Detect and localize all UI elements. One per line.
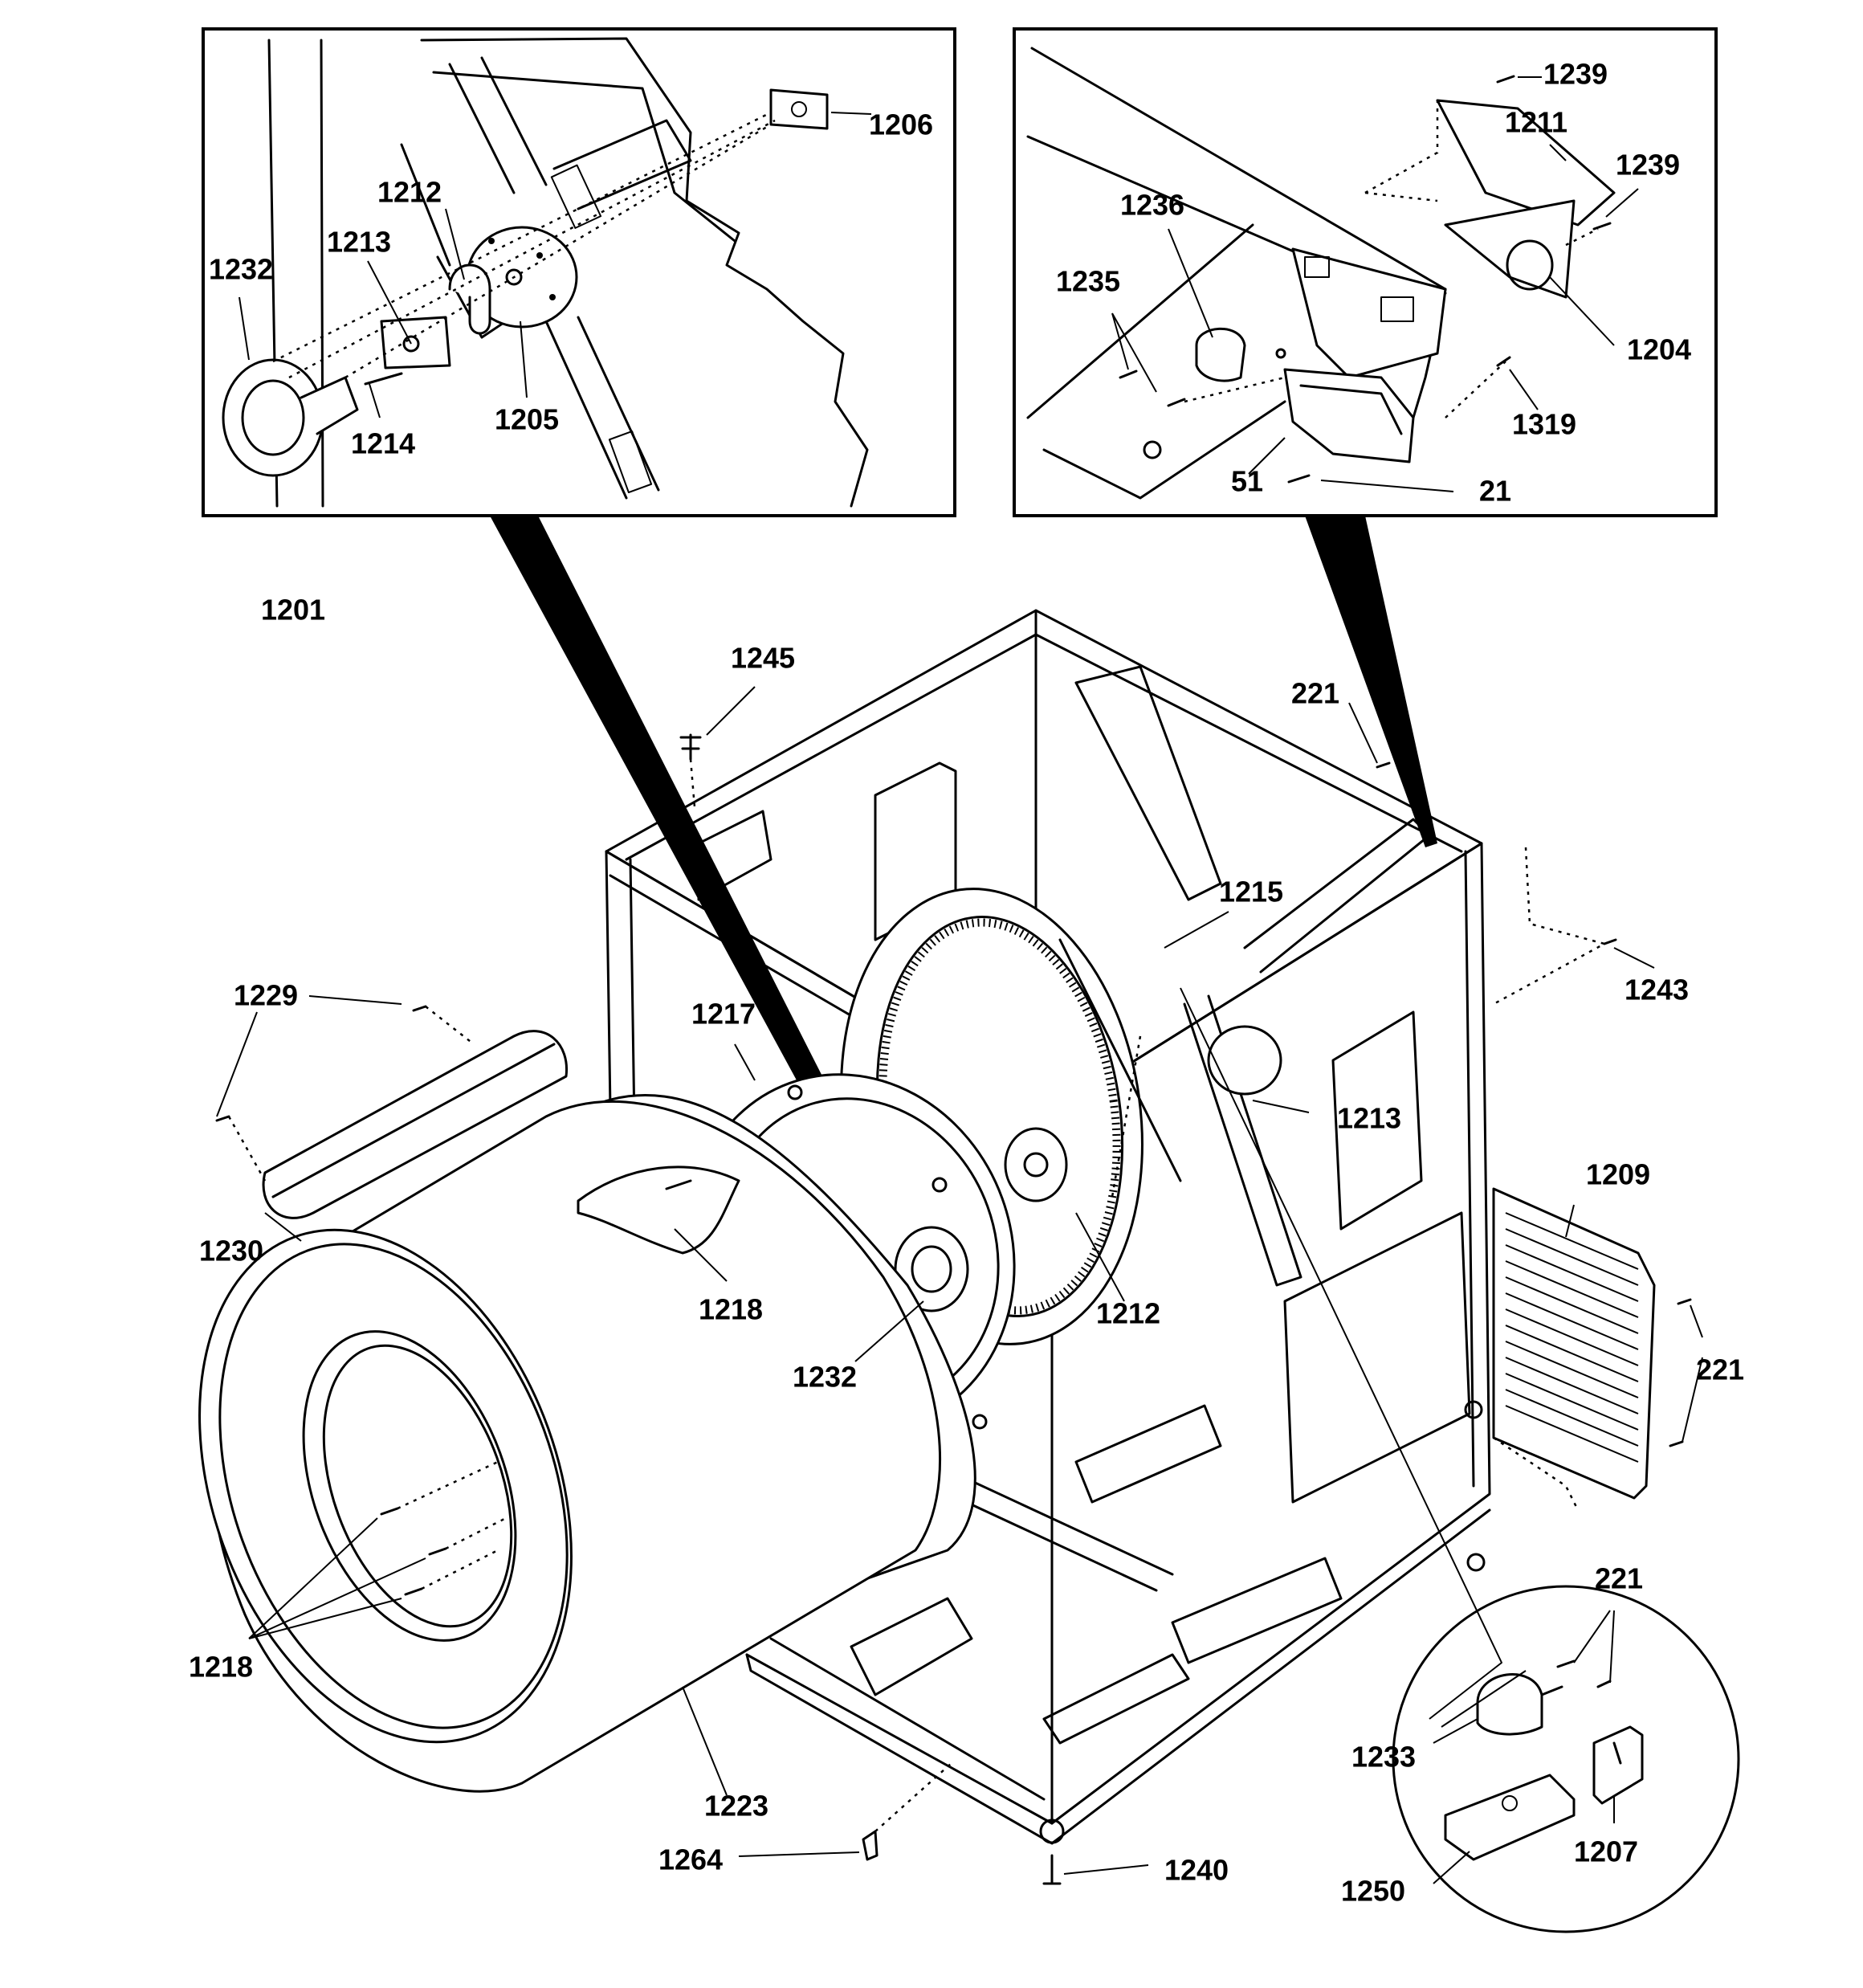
dryer-cabinet [605,609,1491,1845]
label-1232-inset: 1232 [209,253,273,286]
label-1233: 1233 [1351,1741,1416,1774]
label-1217: 1217 [691,998,756,1031]
label-1218-interior: 1218 [189,1651,253,1684]
inset-thermostat-detail [1013,27,1718,517]
label-21: 21 [1479,475,1511,508]
label-1207: 1207 [1574,1835,1638,1868]
label-1319: 1319 [1512,408,1576,441]
label-1239-top: 1239 [1543,58,1608,91]
label-1212-inset: 1212 [377,176,442,209]
label-1264: 1264 [658,1843,723,1876]
label-1236: 1236 [1120,189,1184,222]
label-1205: 1205 [495,403,559,436]
label-1201: 1201 [261,594,325,627]
label-221-right: 221 [1696,1353,1744,1386]
label-1240: 1240 [1164,1854,1229,1887]
inset-bearing-detail [202,27,956,517]
label-1209: 1209 [1586,1158,1650,1191]
label-1215: 1215 [1219,876,1283,908]
label-1230: 1230 [199,1235,263,1268]
label-1232-main: 1232 [793,1361,857,1394]
label-1213-main: 1213 [1337,1102,1401,1135]
label-1204: 1204 [1627,333,1691,366]
label-1250: 1250 [1341,1875,1405,1908]
label-1243: 1243 [1625,974,1689,1006]
label-1239-right: 1239 [1616,149,1680,182]
label-1213-inset: 1213 [327,226,391,259]
label-1235: 1235 [1056,265,1120,298]
label-51: 51 [1231,465,1263,498]
main-hardware [679,733,1617,1885]
drum [198,1094,976,1793]
label-1245: 1245 [731,642,795,675]
rear-access-panel [1492,1187,1692,1500]
label-1211: 1211 [1505,106,1567,139]
duct-baffle [215,1005,569,1219]
label-1206: 1206 [869,108,933,141]
label-1229: 1229 [234,979,298,1012]
inset-pointer-right [1305,516,1437,847]
label-221-circle: 221 [1595,1562,1643,1595]
label-1218-drum: 1218 [699,1293,763,1326]
label-1212-main: 1212 [1096,1297,1160,1330]
inset-pointer-left [490,516,871,1181]
label-221-top: 221 [1291,677,1339,710]
leader-lines [216,686,1703,1884]
thermostat-detail-circle [1180,987,1740,1933]
label-1214: 1214 [351,427,415,460]
part-labels: 1206 1212 1213 1232 1214 1205 1201 1239 … [189,58,1744,1908]
label-1223: 1223 [704,1790,768,1823]
